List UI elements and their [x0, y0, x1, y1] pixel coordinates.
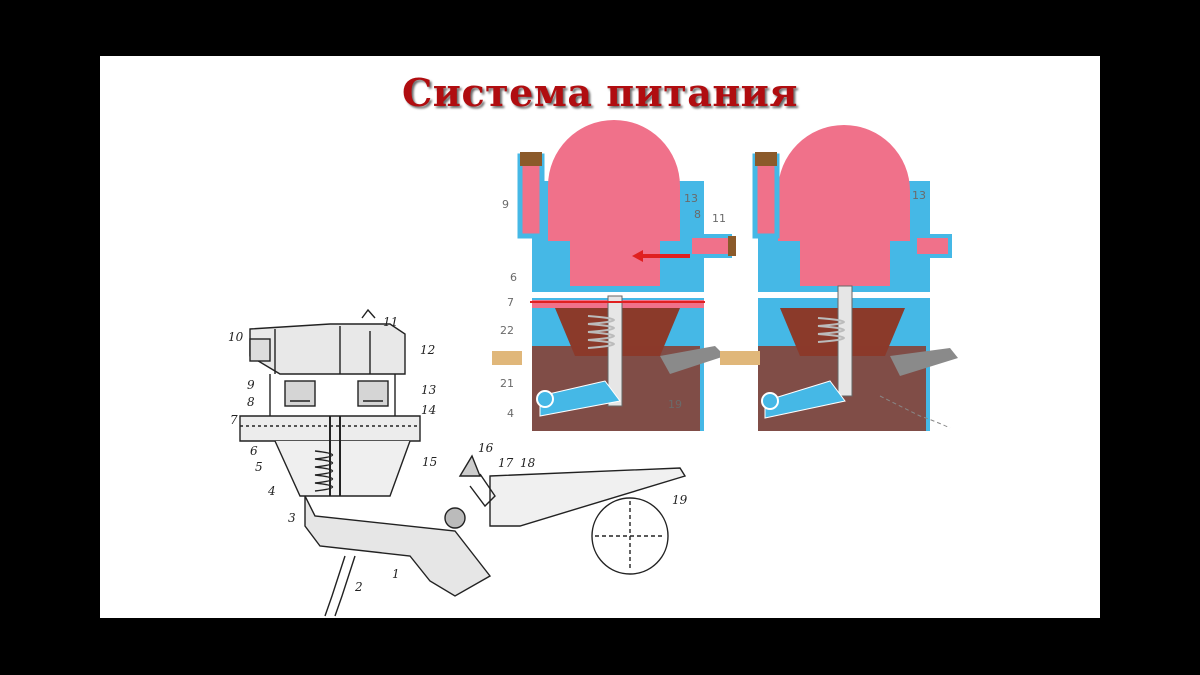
- svg-text:9: 9: [247, 378, 255, 392]
- svg-text:10: 10: [228, 330, 244, 344]
- svg-text:6: 6: [510, 271, 517, 284]
- pump-colored-left: [492, 120, 740, 431]
- svg-text:7: 7: [230, 413, 238, 427]
- svg-text:16: 16: [478, 441, 494, 455]
- svg-text:4: 4: [267, 484, 276, 498]
- svg-text:5: 5: [255, 460, 263, 474]
- svg-text:7: 7: [507, 296, 514, 309]
- slide-title: Система питания: [402, 70, 798, 115]
- svg-text:6: 6: [250, 444, 258, 458]
- svg-text:13: 13: [421, 383, 437, 397]
- svg-text:18: 18: [520, 456, 536, 470]
- svg-text:13: 13: [912, 189, 926, 202]
- svg-text:3: 3: [288, 511, 296, 525]
- svg-text:2: 2: [354, 580, 363, 594]
- svg-text:14: 14: [421, 403, 436, 417]
- svg-text:21: 21: [500, 377, 514, 390]
- svg-text:1: 1: [392, 567, 400, 581]
- slide-canvas: Система питания: [100, 56, 1100, 618]
- svg-text:19: 19: [672, 493, 688, 507]
- svg-text:8: 8: [694, 208, 701, 221]
- svg-text:19: 19: [668, 398, 682, 411]
- svg-text:11: 11: [712, 212, 726, 225]
- pump-colored-right: [732, 125, 958, 431]
- svg-text:11: 11: [383, 315, 398, 329]
- svg-text:13: 13: [684, 192, 698, 205]
- svg-text:17: 17: [498, 456, 514, 470]
- fuel-pump-section-drawing: 11 10 12 9 13 8 14 7 6 5 4 3 15 16 17 18…: [228, 120, 958, 617]
- svg-text:4: 4: [507, 407, 514, 420]
- svg-text:12: 12: [420, 343, 435, 357]
- svg-text:15: 15: [422, 455, 437, 469]
- label-9: 9: [502, 198, 509, 211]
- svg-text:8: 8: [247, 395, 255, 409]
- svg-text:22: 22: [500, 324, 514, 337]
